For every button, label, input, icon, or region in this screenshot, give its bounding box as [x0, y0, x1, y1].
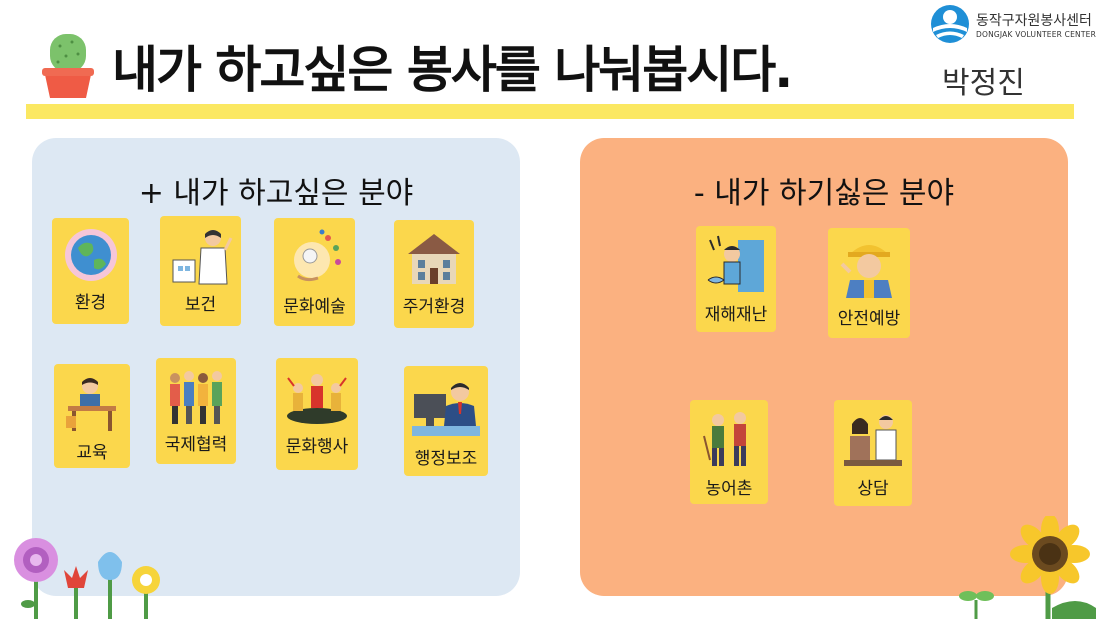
globe-icon: [64, 229, 117, 281]
card-disaster[interactable]: 재해재난: [696, 226, 776, 332]
student-desk-icon: [66, 378, 116, 431]
title-underline: [26, 104, 1074, 119]
disaster-worker-icon: [707, 235, 764, 292]
page-title: 내가 하고싶은 봉사를 나눠봅시다.: [112, 41, 793, 99]
center-logo: 동작구자원봉사센터 DONGJAK VOLUNTEER CENTER: [930, 4, 1100, 44]
card-label: 주거환경: [402, 297, 466, 317]
festival-icon: [287, 374, 347, 424]
logo-name: 동작구자원봉사센터: [976, 13, 1092, 29]
logo-subtitle: DONGJAK VOLUNTEER CENTER: [976, 30, 1096, 39]
card-label: 문화예술: [283, 297, 346, 317]
card-safety[interactable]: 안전예방: [828, 228, 910, 338]
card-label: 문화행사: [285, 437, 349, 457]
safety-worker-icon: [840, 245, 892, 298]
card-cultural-event[interactable]: 문화행사: [276, 358, 358, 470]
card-education[interactable]: 교육: [54, 364, 130, 468]
card-counseling[interactable]: 상담: [834, 400, 912, 506]
counseling-icon: [844, 415, 902, 466]
card-admin-support[interactable]: 행정보조: [404, 366, 488, 476]
card-health[interactable]: 보건: [160, 216, 241, 326]
card-label: 행정보조: [414, 449, 478, 469]
cactus-icon: [42, 34, 94, 98]
sprout-icon: [959, 591, 994, 619]
farmers-icon: [703, 412, 746, 466]
card-label: 보건: [184, 295, 217, 315]
logo-mark-icon: [931, 5, 969, 43]
want-panel: + 내가 하고싶은 분야 환경 보건 문화예술: [32, 138, 520, 596]
card-culture-arts[interactable]: 문화예술: [274, 218, 355, 326]
flowers-decoration-icon: [14, 538, 160, 619]
card-environment[interactable]: 환경: [52, 218, 129, 324]
people-group-icon: [170, 371, 222, 424]
house-icon: [408, 234, 460, 284]
doctor-icon: [172, 230, 232, 285]
card-label: 교육: [76, 443, 108, 463]
card-label: 재해재난: [704, 305, 768, 325]
card-label: 상담: [857, 479, 889, 499]
want-panel-title: + 내가 하고싶은 분야: [138, 176, 414, 211]
art-icon: [293, 229, 341, 282]
card-international[interactable]: 국제협력: [156, 358, 236, 464]
card-label: 안전예방: [837, 309, 901, 329]
card-label: 환경: [74, 293, 107, 313]
not-want-panel-title: - 내가 하기싫은 분야: [693, 176, 955, 211]
card-housing[interactable]: 주거환경: [394, 220, 474, 328]
sunflower-icon: [1010, 516, 1096, 619]
card-rural[interactable]: 농어촌: [690, 400, 768, 504]
card-label: 농어촌: [705, 479, 753, 499]
not-want-panel: - 내가 하기싫은 분야 재해재난 안전예방: [580, 138, 1068, 596]
office-worker-icon: [412, 383, 480, 436]
card-label: 국제협력: [164, 435, 228, 455]
author-name: 박정진: [942, 66, 1025, 101]
